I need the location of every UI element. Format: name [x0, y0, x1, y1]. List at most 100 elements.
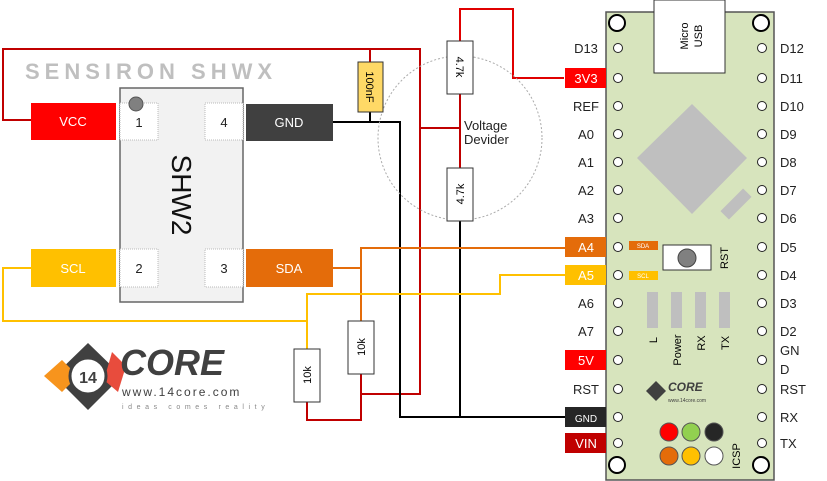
pin-hole	[757, 73, 767, 83]
pin-hole	[613, 129, 623, 139]
usb-label: Micro	[679, 23, 691, 50]
pin-hole	[613, 185, 623, 195]
right-pin-label: D7	[780, 183, 797, 198]
led-label: TX	[720, 335, 732, 350]
resistor-label: 10k	[302, 366, 314, 384]
right-pin-label: D12	[780, 41, 804, 56]
icsp-header: ICSP	[659, 422, 743, 469]
pin-hole	[613, 326, 623, 336]
resistor-pullup-sda: 10k	[347, 320, 375, 375]
board-logo-url: www.14core.com	[668, 398, 706, 404]
left-pin-label: D13	[574, 41, 598, 56]
scl-wire	[2, 267, 307, 322]
board-logo-text: CORE	[668, 380, 704, 394]
pin-highlight	[565, 68, 606, 88]
sensor-title: SENSIRON SHWX	[25, 59, 277, 84]
left-pin-label: A6	[578, 296, 594, 311]
divider-label-2: Devider	[464, 132, 509, 147]
left-pin-label: A1	[578, 155, 594, 170]
icsp-label: ICSP	[731, 443, 743, 469]
left-pin-label: REF	[573, 99, 599, 114]
pin-hole	[613, 384, 623, 394]
pin-hole	[613, 157, 623, 167]
pin-hole	[757, 438, 767, 448]
pin-number: 4	[220, 115, 227, 130]
pin-hole	[613, 412, 623, 422]
pin-hole	[757, 384, 767, 394]
pin-hole	[613, 298, 623, 308]
pin-highlight	[565, 237, 606, 257]
pin-hole	[757, 157, 767, 167]
pin-hole	[757, 412, 767, 422]
right-pin-label: D6	[780, 211, 797, 226]
right-pin-label: D5	[780, 240, 797, 255]
logo-url: www.14core.com	[121, 385, 241, 399]
left-pin-label: GND	[575, 414, 597, 425]
right-pin-label: RX	[780, 410, 798, 425]
pin-hole	[613, 101, 623, 111]
pin-highlight	[565, 350, 606, 370]
capacitor-label: 100nF	[363, 71, 375, 102]
board-logo: CORE www.14core.com	[646, 380, 706, 404]
pin-number: 1	[135, 115, 142, 130]
micro-usb-port	[653, 0, 726, 74]
pin-hole	[613, 270, 623, 280]
pullup-vcc-wire	[306, 374, 362, 421]
sensor-pin-sda: SDA	[246, 249, 333, 287]
sda-a4-wire	[360, 247, 567, 321]
pin-label: SCL	[60, 261, 85, 276]
right-pin-label: D4	[780, 268, 797, 283]
led-label: Power	[672, 334, 684, 366]
sensor-pin-gnd: GND	[246, 104, 333, 141]
crystal	[720, 188, 752, 220]
logo-brand: CORE	[120, 342, 225, 383]
left-pin-label: A5	[578, 268, 594, 283]
resistor-divider-bottom: 4.7k	[446, 167, 474, 222]
sensor-pin-vcc: VCC	[31, 103, 116, 140]
sda-tag: SDA	[637, 244, 649, 250]
pin-hole	[757, 326, 767, 336]
pin-hole	[757, 242, 767, 252]
right-pin-label: GN	[780, 343, 800, 358]
left-pin-label: A4	[578, 240, 594, 255]
sensor-chip: 1 4 2 3 SHW2	[119, 87, 244, 303]
divider-3v3-wire	[459, 8, 564, 79]
led-label: L	[648, 337, 660, 343]
scl-tag: SCL	[637, 274, 649, 280]
pin-hole	[757, 270, 767, 280]
right-pin-label: D2	[780, 324, 797, 339]
led-label: RX	[696, 335, 708, 351]
scl-a5-wire	[306, 274, 567, 349]
left-pin-label: 3V3	[574, 71, 597, 86]
right-pin-label: TX	[780, 436, 797, 451]
left-pin-label: A3	[578, 211, 594, 226]
pin-hole	[757, 129, 767, 139]
pin1-marker	[128, 96, 144, 112]
vcc-wire	[2, 48, 421, 395]
pin-hole	[757, 213, 767, 223]
right-pin-label: D	[780, 362, 789, 377]
reset-label: RST	[719, 247, 731, 269]
pin-number: 3	[220, 261, 227, 276]
left-pin-label: RST	[573, 382, 599, 397]
capacitor: 100nF	[357, 61, 384, 113]
resistor-label: 4.7k	[455, 183, 467, 204]
pin-label: VCC	[59, 114, 86, 129]
status-leds: L Power RX TX	[647, 292, 732, 366]
divider-label-1: Voltage	[464, 118, 507, 133]
pin-highlight	[565, 407, 606, 427]
pin-hole	[757, 43, 767, 53]
pin-label: SDA	[276, 261, 303, 276]
pin-hole	[613, 242, 623, 252]
left-pin-label: A0	[578, 127, 594, 142]
right-pin-label: D8	[780, 155, 797, 170]
pin-hole	[613, 355, 623, 365]
left-pin-label: A2	[578, 183, 594, 198]
sensor-pin-scl: SCL	[31, 249, 116, 287]
svg-text:14: 14	[79, 370, 97, 387]
right-pin-label: RST	[780, 382, 806, 397]
pin-highlight	[565, 433, 606, 453]
